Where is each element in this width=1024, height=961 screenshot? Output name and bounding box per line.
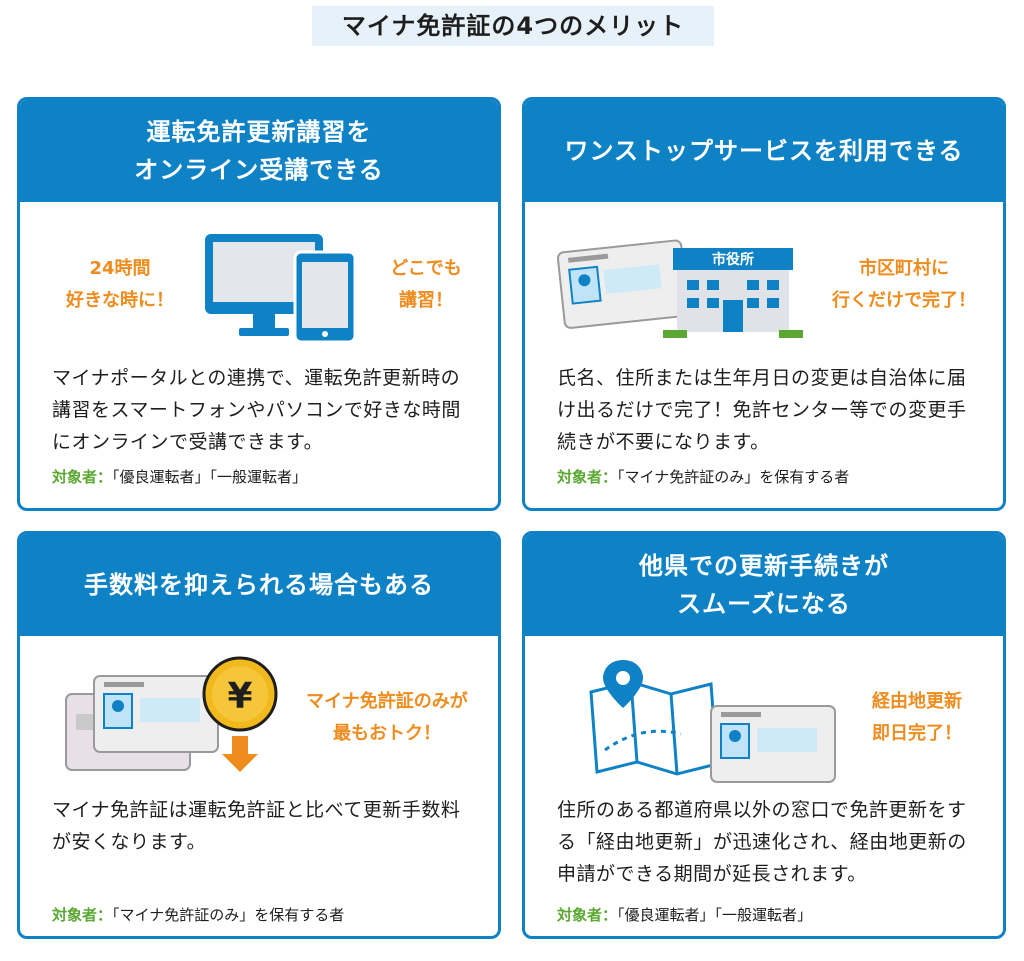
card-description: 住所のある都道府県以外の窓口で免許更新をする「経由地更新」が迅速化され、経由地更… <box>557 799 967 885</box>
yen-coin-icon: ¥ <box>202 656 278 772</box>
target-label: 対象者： <box>557 468 618 486</box>
monitor-tablet-icon <box>205 234 357 344</box>
target-value: 「マイナ免許証のみ」を保有する者 <box>112 906 345 924</box>
callout-right: マイナ免許証のみが 最もおトク！ <box>306 691 468 744</box>
card-other-prefecture: 他県での更新手続きが スムーズになる 経由地更新 即日完了！ 住所のある都道府県… <box>522 531 1006 939</box>
license-card-icon <box>556 239 690 329</box>
card-body: 経由地更新 即日完了！ 住所のある都道府県以外の窓口で免許更新をする「経由地更新… <box>525 636 1003 936</box>
card-target: 対象者：「マイナ免許証のみ」を保有する者 <box>557 466 849 487</box>
card-heading: 手数料を抑えられる場合もある <box>20 534 498 636</box>
card-description: マイナ免許証は運転免許証と比べて更新手数料が安くなります。 <box>52 799 461 853</box>
building-sign: 市役所 <box>712 251 754 268</box>
target-label: 対象者： <box>52 906 113 924</box>
license-card-icon <box>710 705 836 783</box>
card-one-stop: ワンストップサービスを利用できる 市役所 市区町村に 行くだけで完了！ 氏名、住… <box>522 97 1006 511</box>
target-label: 対象者： <box>557 906 618 924</box>
target-value: 「優良運転者」「一般運転者」 <box>617 906 813 924</box>
card-body: ¥ マイナ免許証のみが 最もおトク！ マイナ免許証は運転免許証と比べて更新手数料… <box>20 636 498 936</box>
city-hall-building-icon: 市役所 <box>663 248 803 338</box>
card-body: 市役所 市区町村に 行くだけで完了！ 氏名、住所または生年月日の変更は自治体に届… <box>525 202 1003 508</box>
license-cards-icon <box>65 675 219 771</box>
card-heading: ワンストップサービスを利用できる <box>525 100 1003 202</box>
card-heading: 他県での更新手続きが スムーズになる <box>525 534 1003 636</box>
card-target: 対象者：「マイナ免許証のみ」を保有する者 <box>52 904 344 925</box>
card-online-course: 運転免許更新講習を オンライン受講できる 24時間 好きな時に！ どこでも 講習… <box>17 97 501 511</box>
callout-right: 市区町村に 行くだけで完了！ <box>832 258 976 311</box>
card-target: 対象者：「優良運転者」「一般運転者」 <box>557 904 812 925</box>
card-body: 24時間 好きな時に！ どこでも 講習！ マイナポータルとの連携で、運転免許更新… <box>20 202 498 508</box>
card-lower-fee: 手数料を抑えられる場合もある ¥ マイナ免許証のみが 最もおトク！ マイナ免許証… <box>17 531 501 939</box>
card-description: マイナポータルとの連携で、運転免許更新時の講習をスマートフォンやパソコンで好きな… <box>52 367 461 453</box>
target-value: 「マイナ免許証のみ」を保有する者 <box>617 468 850 486</box>
callout-right: 経由地更新 即日完了！ <box>872 691 962 744</box>
target-label: 対象者： <box>52 468 113 486</box>
coin-symbol: ¥ <box>227 676 252 717</box>
page-title: マイナ免許証の4つのメリット <box>312 6 714 46</box>
map-pin-icon <box>589 660 719 776</box>
target-value: 「優良運転者」「一般運転者」 <box>112 468 308 486</box>
callout-right: どこでも 講習！ <box>390 258 462 311</box>
card-heading: 運転免許更新講習を オンライン受講できる <box>20 100 498 202</box>
card-description: 氏名、住所または生年月日の変更は自治体に届け出るだけで完了！免許センター等での変… <box>557 367 967 453</box>
callout-left: 24時間 好きな時に！ <box>66 258 174 311</box>
card-target: 対象者：「優良運転者」「一般運転者」 <box>52 466 307 487</box>
